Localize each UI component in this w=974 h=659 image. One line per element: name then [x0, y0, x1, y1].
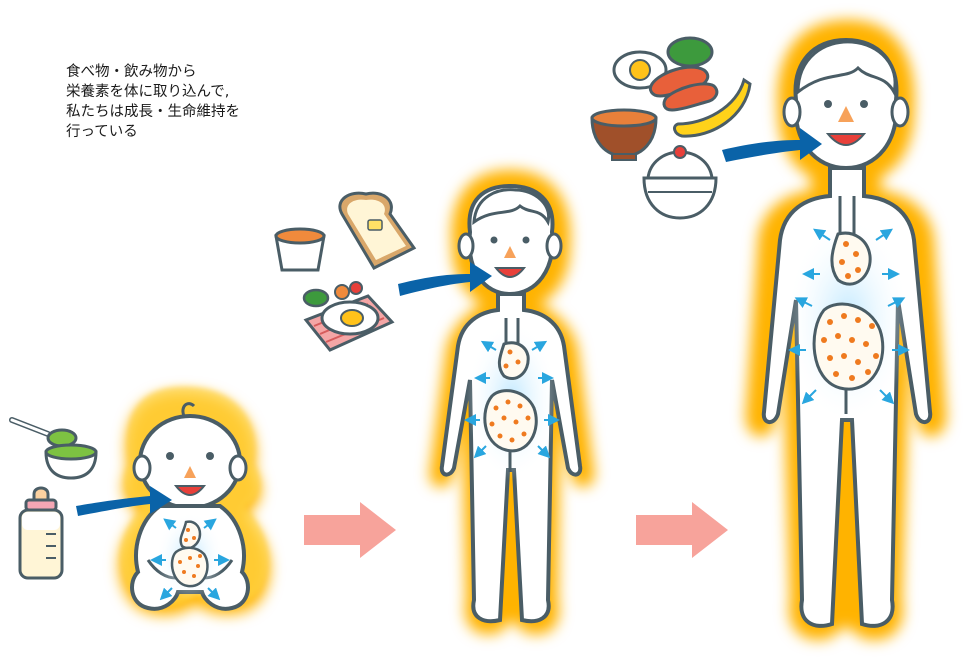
caption-line-3: 私たちは成長・生命維持を	[66, 104, 240, 120]
baby-food-bowl-icon	[44, 443, 98, 480]
soup-cup-icon	[274, 227, 326, 272]
adult-nose-icon	[838, 106, 854, 122]
toast-icon	[338, 191, 417, 270]
banana-icon	[673, 77, 752, 138]
adult-food-arrow	[722, 128, 822, 162]
stage-arrow-1	[304, 502, 396, 558]
caption-text: 食べ物・飲み物から 栄養素を体に取り込んで, 私たちは成長・生命維持を 行ってい…	[66, 62, 296, 142]
egg-sausage-plate-icon	[612, 36, 719, 112]
baby-nutrient-dots	[178, 528, 202, 578]
fried-egg-plate-icon	[302, 281, 395, 352]
miso-soup-icon	[590, 108, 658, 161]
child-food-arrow	[398, 262, 492, 296]
baby-intestine	[170, 546, 209, 588]
baby-ear-right	[228, 454, 248, 482]
caption-line-2: 栄養素を体に取り込んで,	[66, 84, 230, 100]
spoon-icon	[9, 417, 78, 448]
adult-esophagus	[838, 196, 856, 234]
adult-hair-icon	[796, 40, 897, 97]
stage-arrow-2	[636, 502, 728, 558]
child-stomach	[497, 341, 530, 380]
adult-foods	[590, 36, 822, 220]
child-nutrient-dots	[489, 349, 531, 443]
child-nose-icon	[504, 246, 516, 258]
caption-line-1: 食べ物・飲み物から	[66, 64, 197, 80]
child-hair-icon	[472, 188, 551, 227]
baby-ear-left	[132, 454, 152, 482]
adult-stomach	[830, 231, 872, 286]
baby-nutrient-arrows	[150, 518, 230, 601]
child-figure	[429, 170, 595, 635]
child-nutrient-arrows	[464, 340, 560, 459]
baby-hair-icon	[181, 402, 196, 417]
child-mouth-icon	[493, 267, 527, 278]
milk-bottle-icon	[18, 486, 64, 580]
baby-nose-icon	[184, 466, 196, 478]
baby-food-arrow	[76, 486, 172, 516]
adult-figure	[745, 20, 947, 641]
rice-bowl-icon	[642, 145, 718, 220]
adult-mouth-icon	[825, 133, 867, 146]
baby-foods	[9, 417, 172, 580]
caption-line-4: 行っている	[66, 124, 138, 140]
adult-intestine	[812, 302, 885, 391]
baby-figure	[119, 387, 270, 616]
baby-mouth-icon	[173, 485, 207, 496]
adult-nutrient-dots	[821, 241, 879, 381]
child-foods	[274, 191, 492, 352]
adult-nutrient-arrows	[788, 228, 910, 405]
child-esophagus	[504, 318, 520, 344]
